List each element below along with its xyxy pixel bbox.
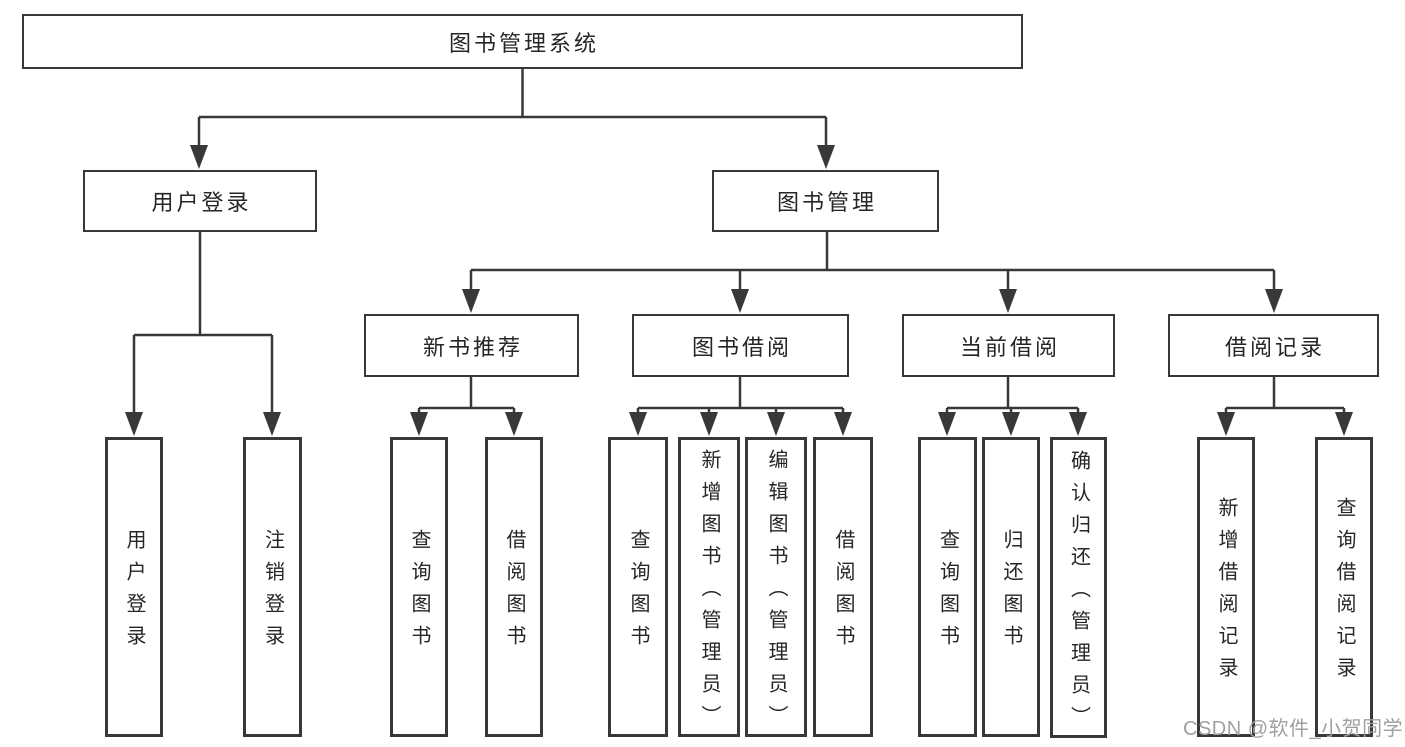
node-borrowing-records: 借阅记录 [1168,314,1379,377]
leaf-label: 新增借阅记录 [1215,497,1237,689]
leaf-edit-book-admin: 编辑图书（管理员） [745,437,807,737]
leaf-label: 查询借阅记录 [1333,497,1355,689]
node-root: 图书管理系统 [22,14,1023,69]
node-current-borrowing: 当前借阅 [902,314,1115,377]
leaf-label: 确认归还（管理员） [1067,449,1090,738]
leaf-label: 借阅图书 [503,529,525,657]
node-user-login-branch: 用户登录 [83,170,317,232]
leaf-query-books-borrowing: 查询图书 [608,437,668,737]
leaf-label: 查询图书 [936,529,959,657]
leaf-label: 查询图书 [627,529,649,657]
leaf-return-books: 归还图书 [982,437,1040,737]
leaf-label: 借阅图书 [832,529,854,657]
leaf-label: 归还图书 [1000,529,1022,657]
leaf-query-books-recommend: 查询图书 [390,437,448,737]
leaf-borrow-books: 借阅图书 [813,437,873,737]
leaf-add-borrow-record: 新增借阅记录 [1197,437,1255,737]
node-book-management: 图书管理 [712,170,939,232]
leaf-confirm-return-admin: 确认归还（管理员） [1050,437,1107,738]
leaf-logout: 注销登录 [243,437,302,737]
leaf-label: 用户登录 [123,529,145,657]
arrowheads [125,145,1353,436]
leaf-user-login: 用户登录 [105,437,163,737]
leaf-label: 注销登录 [261,529,284,657]
node-book-borrowing: 图书借阅 [632,314,849,377]
leaf-query-books-current: 查询图书 [918,437,977,737]
leaf-query-borrow-record: 查询借阅记录 [1315,437,1373,737]
leaf-label: 编辑图书（管理员） [765,449,787,737]
leaf-label: 新增图书（管理员） [698,449,720,737]
leaf-borrow-books-recommend: 借阅图书 [485,437,543,737]
node-new-book-recommendation: 新书推荐 [364,314,579,377]
leaf-label: 查询图书 [408,529,430,657]
leaf-add-book-admin: 新增图书（管理员） [678,437,740,737]
